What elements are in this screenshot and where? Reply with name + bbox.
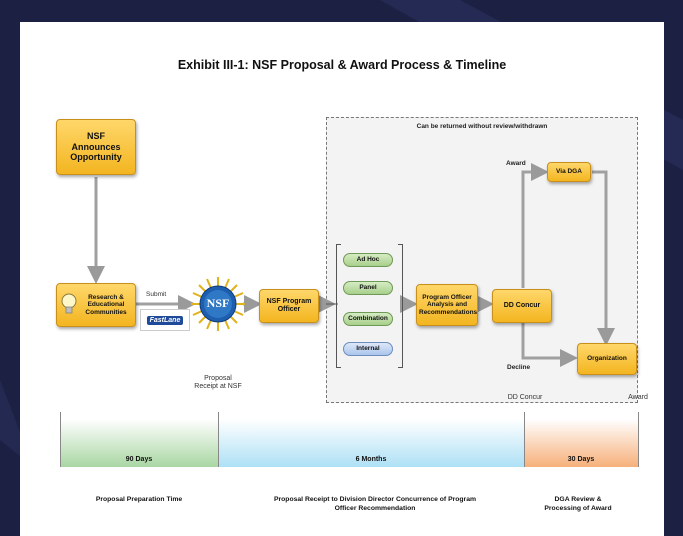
review-internal-label: Internal <box>356 345 380 353</box>
nsf-announces-node: NSF Announces Opportunity <box>56 119 136 175</box>
fastlane-logo: FastLane <box>140 309 190 331</box>
organization-node: Organization <box>577 343 637 375</box>
analysis-node: Program Officer Analysis and Recommendat… <box>416 284 478 326</box>
proposal-receipt-label: Proposal Receipt at NSF <box>194 375 242 391</box>
dd-concur-point-label: DD Concur <box>507 394 543 401</box>
award-point-label: Award <box>628 394 648 401</box>
review-combination: Combination <box>343 312 393 326</box>
slide: Exhibit III-1: NSF Proposal & Award Proc… <box>20 22 664 536</box>
review-panel: Panel <box>343 281 393 295</box>
duration-preparation: 90 Days <box>125 456 153 463</box>
lightbulb-icon <box>61 293 77 314</box>
nsf-seal-icon <box>191 277 245 331</box>
review-panel-label: Panel <box>359 284 377 292</box>
review-ad-hoc: Ad Hoc <box>343 253 393 267</box>
exhibit-title: Exhibit III-1: NSF Proposal & Award Proc… <box>177 58 507 72</box>
research-communities-label: Research & Educational Communities <box>85 293 127 316</box>
review-bracket-right <box>398 244 403 368</box>
duration-award: 30 Days <box>567 456 595 463</box>
timeline-segment-award <box>524 419 638 467</box>
decline-edge-label: Decline <box>507 364 531 371</box>
flow-arrows <box>87 163 615 367</box>
submit-label: Submit <box>146 291 167 298</box>
dd-concur-node: DD Concur <box>492 289 552 323</box>
nsf-seal: NSF <box>190 276 246 332</box>
caption-preparation: Proposal Preparation Time <box>95 496 183 503</box>
nsf-seal-text: NSF <box>206 296 230 310</box>
program-officer-node: NSF Program Officer <box>259 289 319 323</box>
timeline-tick-receipt <box>218 412 219 467</box>
timeline-tick-dd <box>524 412 525 467</box>
returned-note: Can be returned without review/withdrawn <box>416 123 548 130</box>
organization-label: Organization <box>587 355 627 363</box>
timeline-segment-preparation <box>60 419 218 467</box>
timeline-tick-award <box>638 412 639 467</box>
review-ad-hoc-label: Ad Hoc <box>356 256 380 264</box>
research-communities-node: Research & Educational Communities <box>56 283 136 327</box>
review-internal: Internal <box>343 342 393 356</box>
review-bracket-left <box>336 244 341 368</box>
caption-review: Proposal Receipt to Division Director Co… <box>273 496 477 512</box>
nsf-announces-label: NSF Announces Opportunity <box>70 131 122 163</box>
analysis-label: Program Officer Analysis and Recommendat… <box>419 293 478 316</box>
via-dga-label: Via DGA <box>556 168 582 176</box>
award-edge-label: Award <box>506 160 526 167</box>
via-dga-node: Via DGA <box>547 162 591 182</box>
duration-review: 6 Months <box>355 456 387 463</box>
program-officer-label: NSF Program Officer <box>266 297 312 313</box>
review-combination-label: Combination <box>348 315 388 323</box>
dd-concur-label: DD Concur <box>503 301 541 309</box>
timeline-tick-start <box>60 412 61 467</box>
fastlane-logo-text: FastLane <box>146 315 184 325</box>
timeline-segment-review <box>218 419 524 467</box>
caption-award: DGA Review & Processing of Award <box>544 496 612 512</box>
